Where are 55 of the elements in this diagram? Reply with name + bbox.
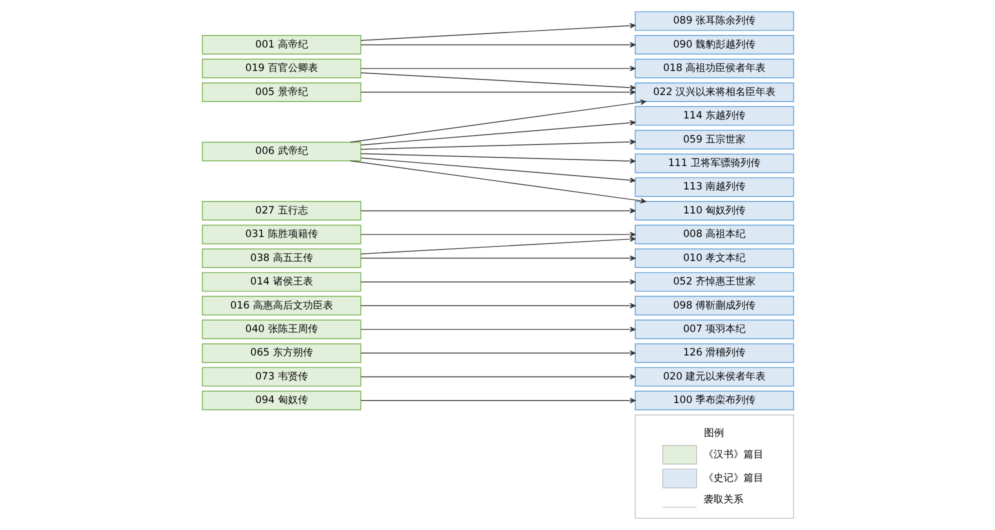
node-box: 016 高惠高后文功臣表: [201, 296, 361, 316]
node-box: 038 高五王传: [201, 248, 361, 268]
arrow: [349, 160, 646, 204]
node-box: 040 张陈王周传: [201, 320, 361, 340]
node-box: 094 匈奴传: [201, 390, 361, 410]
arrow: [360, 139, 636, 150]
arrow: [360, 66, 636, 72]
arrow: [360, 398, 636, 404]
node-box: 018 高祖功臣侯者年表: [634, 58, 794, 78]
label: 图例: [704, 428, 724, 439]
node-box: 089 张耳陈余列传: [634, 11, 794, 31]
node-box: 090 魏豹彭越列传: [634, 35, 794, 55]
node-box: 008 高祖本纪: [634, 224, 794, 244]
arrow: [360, 208, 636, 214]
arrow: [360, 302, 636, 308]
node-box: 014 诸侯王表: [201, 272, 361, 292]
arrow: [360, 256, 636, 261]
node-box: 022 汉兴以来将相名臣年表: [634, 82, 794, 102]
arrow: [360, 120, 636, 146]
node-box: 113 南越列传: [634, 177, 794, 197]
node-box: 110 匈奴列传: [634, 201, 794, 221]
arrow: [360, 374, 636, 380]
arrow: [360, 158, 636, 183]
legend-label: 袭取关系: [702, 494, 743, 506]
node-box: 010 孝文本纪: [634, 248, 794, 268]
node-box: 065 东方朔传: [201, 343, 361, 363]
legend-label: 《史记》篇目: [702, 473, 763, 484]
node-box: 114 东越列传: [634, 106, 794, 126]
arrow: [360, 279, 636, 285]
arrow: [360, 232, 636, 238]
node-box: 027 五行志: [201, 201, 361, 221]
node-box: 005 景帝纪: [201, 82, 361, 102]
arrow: [360, 350, 636, 356]
arrow: [360, 236, 636, 254]
arrow: [360, 153, 636, 164]
arrow: [360, 22, 636, 41]
node-box: 031 陈胜项籍传: [201, 224, 361, 244]
node-box: 059 五宗世家: [634, 130, 794, 150]
node-box: 020 建元以来侯者年表: [634, 367, 794, 387]
node-box: 019 百官公卿表: [201, 58, 361, 78]
arrow: [360, 326, 636, 332]
arrow: [360, 42, 636, 48]
node-box: 126 滑稽列传: [634, 343, 794, 363]
node-box: 001 高帝纪: [201, 35, 361, 55]
node-box: 007 项羽本纪: [634, 320, 794, 340]
node-box: 052 齐悼惠王世家: [634, 272, 794, 292]
node-box: 098 傅靳蒯成列传: [634, 296, 794, 316]
arrow: [360, 72, 636, 90]
node-box: 111 卫将军骠骑列传: [634, 154, 794, 174]
node-box: 100 季布栾布列传: [634, 390, 794, 410]
arrow: [360, 90, 636, 95]
node-box: 006 武帝纪: [201, 142, 361, 162]
legend-label: 《汉书》篇目: [702, 449, 763, 460]
arrow: [349, 100, 646, 143]
node-box: 073 韦贤传: [201, 367, 361, 387]
